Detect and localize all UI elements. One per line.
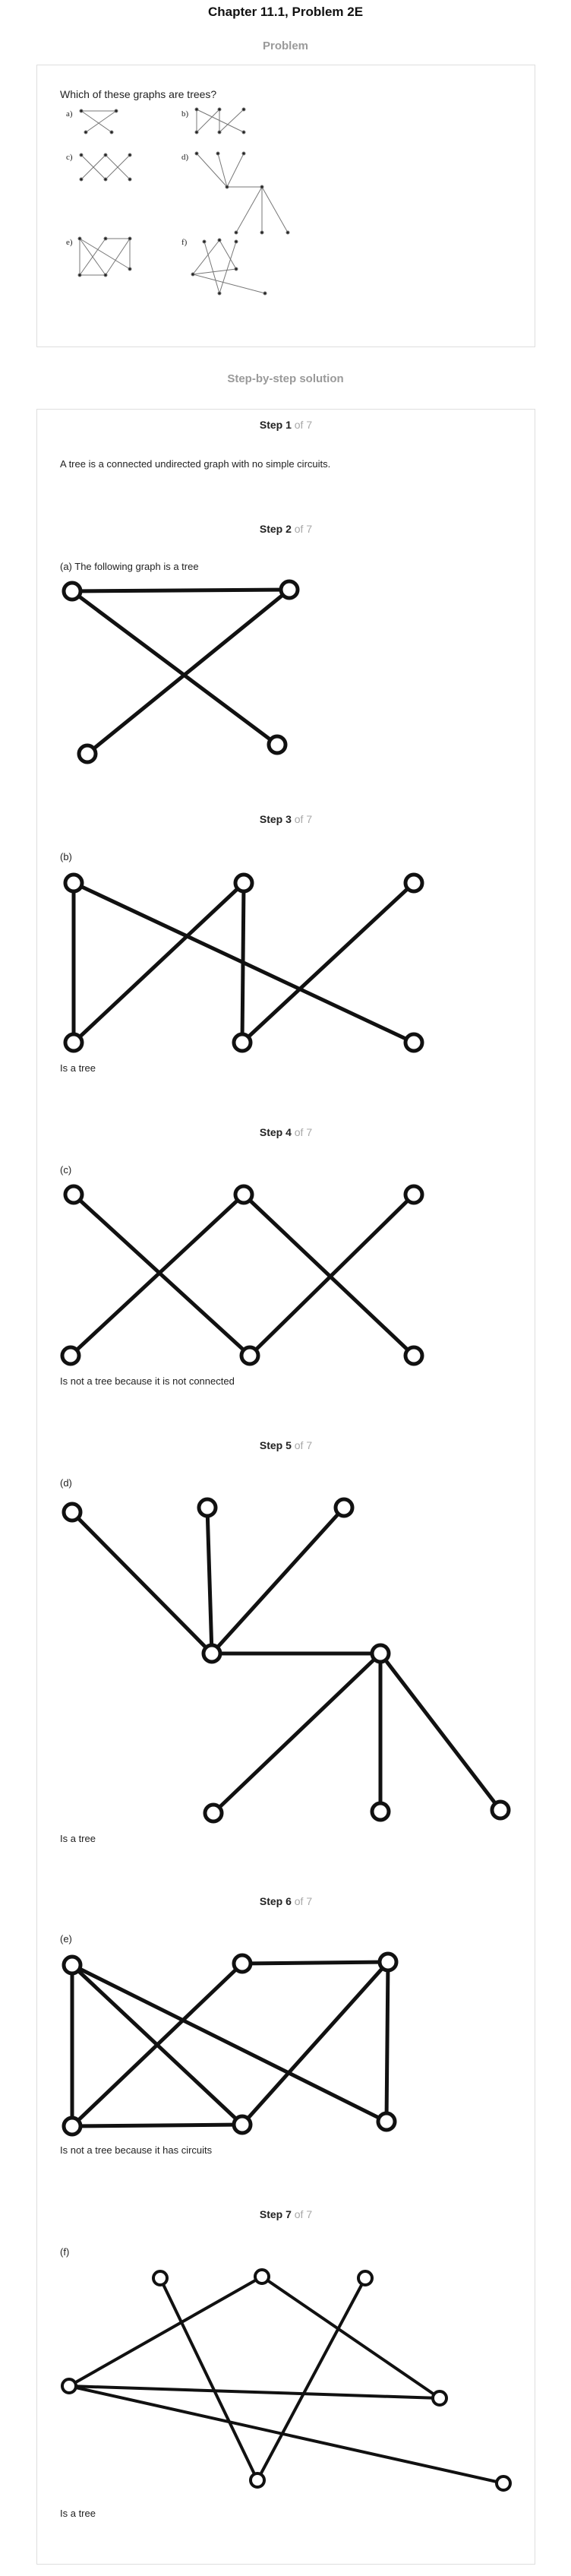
step-count: of 7 bbox=[294, 1439, 313, 1451]
fig-label-b: b) bbox=[181, 109, 189, 119]
graph-e bbox=[62, 1951, 399, 2137]
step-2-heading: Step 2 of 7 bbox=[37, 523, 535, 535]
graph-c bbox=[60, 1184, 424, 1366]
step-1: Step 1 of 7 A tree is a connected undire… bbox=[36, 409, 535, 515]
graph-d bbox=[62, 1497, 511, 1824]
step-label: Step 6 bbox=[259, 1895, 292, 1907]
step-label: Step 7 bbox=[259, 2208, 292, 2220]
step-2-text: (a) The following graph is a tree bbox=[60, 561, 199, 572]
step-label: Step 5 bbox=[259, 1439, 292, 1451]
step-7-label: (f) bbox=[60, 2246, 70, 2258]
step-6-heading: Step 6 of 7 bbox=[37, 1895, 535, 1907]
fig-label-d: d) bbox=[181, 153, 189, 162]
step-count: of 7 bbox=[294, 813, 313, 825]
step-7-heading: Step 7 of 7 bbox=[37, 2208, 535, 2220]
step-label: Step 2 bbox=[259, 523, 292, 535]
step-1-heading: Step 1 of 7 bbox=[37, 419, 535, 431]
step-4-heading: Step 4 of 7 bbox=[37, 1126, 535, 1138]
step-6: Step 6 of 7 (e) Is not a tree because it… bbox=[36, 1886, 535, 2200]
step-7-text: Is a tree bbox=[60, 2508, 96, 2519]
step-3: Step 3 of 7 (b) Is a tree bbox=[36, 804, 535, 1118]
step-count: of 7 bbox=[294, 1895, 313, 1907]
step-7: Step 7 of 7 (f) Is a tree bbox=[36, 2199, 535, 2565]
step-6-text: Is not a tree because it has circuits bbox=[60, 2144, 213, 2156]
graph-a bbox=[62, 579, 300, 764]
problem-question: Which of these graphs are trees? bbox=[60, 88, 217, 100]
step-4-label: (c) bbox=[60, 1164, 72, 1176]
step-5-text: Is a tree bbox=[60, 1833, 96, 1844]
problem-figure: a) b) c) d) e) bbox=[66, 107, 290, 296]
problem-heading: Problem bbox=[262, 40, 308, 52]
step-label: Step 1 bbox=[259, 419, 292, 431]
step-2: Step 2 of 7 (a) The following graph is a… bbox=[36, 514, 535, 805]
problem-box: Which of these graphs are trees? a) b) c… bbox=[36, 65, 535, 347]
step-3-label: (b) bbox=[60, 851, 72, 862]
step-3-text: Is a tree bbox=[60, 1062, 96, 1074]
step-count: of 7 bbox=[294, 1126, 313, 1138]
step-label: Step 4 bbox=[259, 1126, 292, 1138]
fig-label-f: f) bbox=[181, 238, 188, 247]
page-title: Chapter 11.1, Problem 2E bbox=[207, 5, 364, 19]
step-1-text: A tree is a connected undirected graph w… bbox=[60, 458, 331, 470]
step-5-heading: Step 5 of 7 bbox=[37, 1439, 535, 1451]
step-count: of 7 bbox=[294, 419, 313, 431]
step-5: Step 5 of 7 (d) Is a tree bbox=[36, 1430, 535, 1887]
graph-f bbox=[61, 2268, 512, 2492]
step-label: Step 3 bbox=[259, 813, 292, 825]
step-count: of 7 bbox=[294, 523, 313, 535]
step-4: Step 4 of 7 (c) Is not a tree because it… bbox=[36, 1117, 535, 1431]
solution-heading: Step-by-step solution bbox=[227, 372, 344, 385]
fig-label-e: e) bbox=[66, 238, 73, 247]
fig-label-c: c) bbox=[66, 153, 73, 162]
step-5-label: (d) bbox=[60, 1477, 72, 1489]
step-4-text: Is not a tree because it is not connecte… bbox=[60, 1375, 235, 1387]
step-count: of 7 bbox=[294, 2208, 313, 2220]
step-6-label: (e) bbox=[60, 1933, 72, 1945]
fig-label-a: a) bbox=[66, 109, 73, 119]
step-3-heading: Step 3 of 7 bbox=[37, 813, 535, 825]
graph-b bbox=[63, 872, 424, 1053]
